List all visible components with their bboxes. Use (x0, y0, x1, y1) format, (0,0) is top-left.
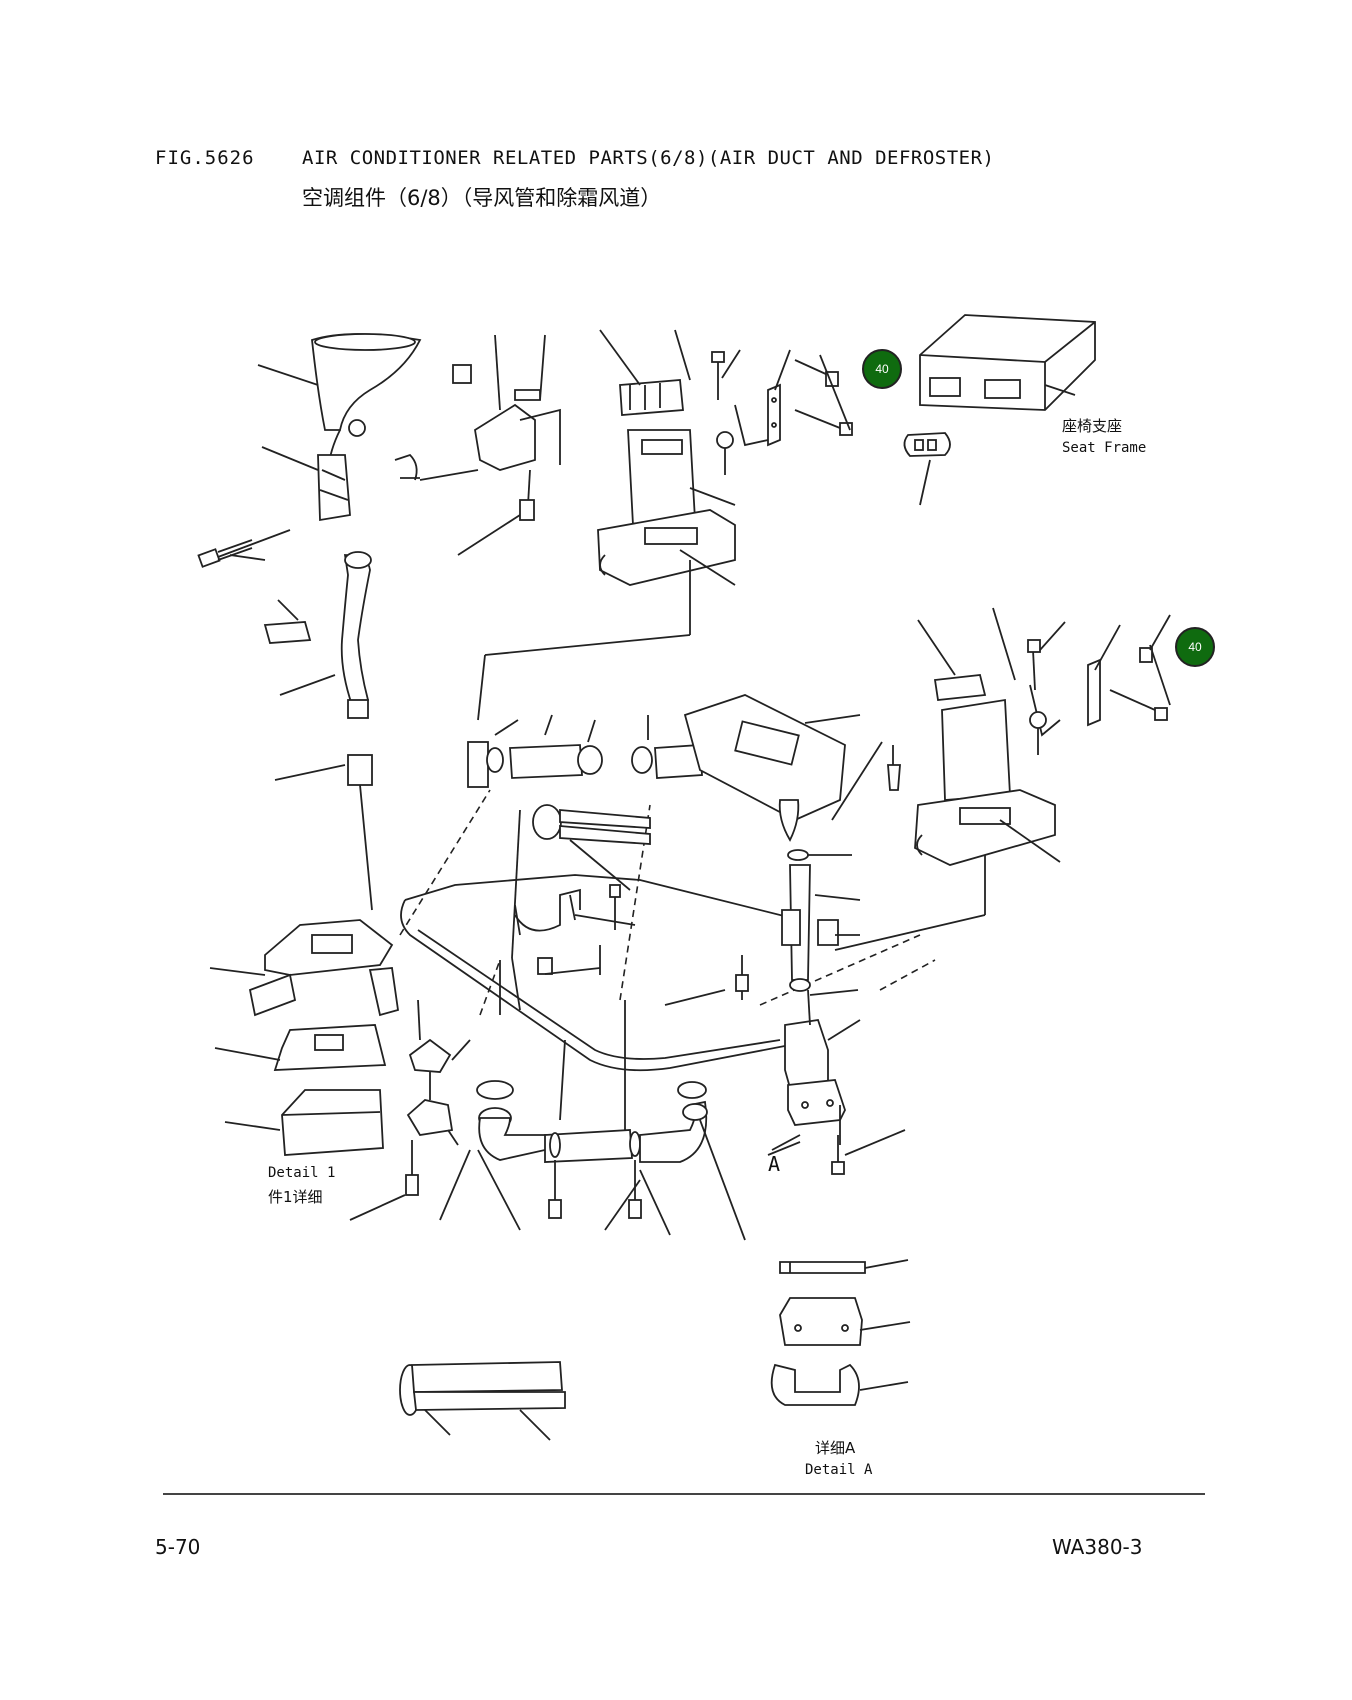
figure-number: FIG.5626 (155, 147, 255, 169)
detail-1-parts (209, 919, 400, 1156)
detail-a-label-cn: 详细A (815, 1439, 856, 1457)
footer-divider (163, 1493, 1205, 1495)
center-duct-top (477, 329, 736, 721)
seat-frame-label-cn: 座椅支座 (1062, 417, 1123, 435)
right-duct-assembly (834, 607, 1171, 951)
defroster-hose-bottom (399, 1361, 566, 1441)
callout-badge-40-upper: 40 (862, 349, 902, 389)
model-number: WA380-3 (1052, 1535, 1143, 1559)
bolt-left (197, 539, 253, 568)
figure-title-english: AIR CONDITIONER RELATED PARTS(6/8)(AIR D… (302, 147, 995, 169)
detail-1-label-cn: 件1详细 (268, 1188, 323, 1206)
right-vertical-pipe (664, 849, 906, 1175)
detail-1-label-en: Detail 1 (268, 1165, 336, 1181)
defroster-nozzle (311, 333, 422, 522)
screws-top-center (711, 349, 853, 475)
plenum-box (683, 694, 901, 842)
cab-floor-outline (399, 789, 936, 1072)
view-arrow-a (767, 1141, 801, 1156)
figure-title-chinese: 空调组件（6/8）（导风管和除霜风道） (302, 186, 662, 210)
page-number: 5-70 (155, 1535, 201, 1559)
seat-frame-box (903, 314, 1096, 506)
central-duct-chain (467, 714, 703, 788)
callout-badge-40-lower: 40 (1175, 627, 1215, 667)
detail-a-bracket (770, 1259, 911, 1406)
mounting-bracket (394, 334, 561, 556)
lower-duct-chain (349, 999, 746, 1241)
detail-a-label-en: Detail A (805, 1462, 873, 1478)
leader-lines-upper-left (209, 364, 420, 561)
flexible-hose-left (263, 551, 373, 911)
seat-frame-label-en: Seat Frame (1062, 440, 1147, 456)
hose-clamps-mid (511, 804, 651, 1011)
view-arrow-letter: A (768, 1152, 781, 1176)
